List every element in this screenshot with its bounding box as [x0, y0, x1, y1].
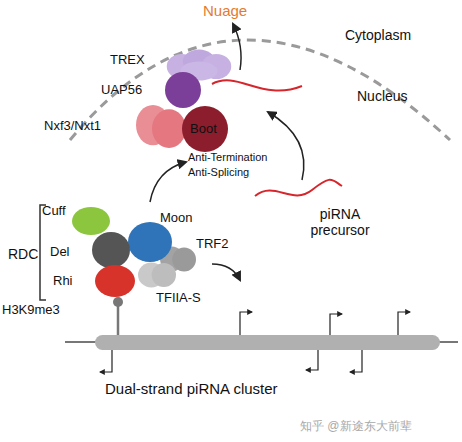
protein-shape — [182, 106, 228, 152]
protein-complex: Nxf3/Nxt1 — [136, 104, 186, 148]
export-arrow — [233, 24, 241, 70]
promoter-arrow — [100, 350, 112, 372]
node-label: Nxf3/Nxt1 — [44, 118, 101, 133]
protein-shape — [172, 248, 196, 272]
gene-cluster-bar: Dual-strand piRNA cluster — [95, 335, 440, 350]
nuclear-envelope — [70, 40, 450, 140]
node-label: Cuff — [42, 203, 66, 218]
compartment-label: Nuage — [203, 2, 247, 19]
protein-shape — [72, 207, 110, 235]
promoter-arrow — [398, 312, 410, 335]
histone-mark-label: H3K9me3 — [2, 302, 60, 317]
protein-shape — [152, 109, 186, 148]
rna-strand — [212, 80, 302, 90]
promoter-arrow — [350, 350, 362, 372]
protein-shape — [165, 72, 201, 108]
protein-shape — [128, 222, 172, 262]
promoter-arrow — [306, 350, 318, 370]
node-shape — [92, 232, 130, 268]
node-shape — [95, 265, 135, 297]
promoter-arrow — [330, 314, 342, 335]
protein-circle: Moon — [128, 222, 172, 262]
node-label: TFIIA-S — [156, 290, 201, 305]
protein-circle: Rhi — [95, 265, 135, 297]
node-shape — [138, 262, 176, 288]
node-shape — [128, 222, 172, 262]
watermark: 知乎 @新途东大前辈 — [300, 419, 412, 433]
node-label: UAP56 — [101, 82, 142, 97]
node-label: TRF2 — [196, 236, 229, 251]
node-label: Rhi — [53, 273, 73, 288]
node-label: Boot — [190, 121, 217, 136]
flow-arrow — [268, 112, 304, 180]
protein-complex: TFIIA-S — [138, 262, 176, 288]
protein-circle: Del — [92, 232, 130, 268]
promoter-arrow — [240, 312, 252, 335]
rna-strand — [255, 180, 342, 196]
compartment-label: Nucleus — [357, 88, 408, 104]
protein-circle: Cuff — [72, 207, 110, 235]
compartment-label: Cytoplasm — [345, 27, 411, 43]
protein-shape — [95, 265, 135, 297]
flow-arrow — [150, 162, 186, 202]
histone-mark — [113, 297, 123, 307]
node-shape — [136, 104, 186, 148]
rna-label: piRNA precursor — [300, 206, 380, 238]
protein-circle: Boot — [182, 106, 228, 152]
histone-mark-stick — [117, 303, 120, 336]
protein-circle: UAP56 — [165, 72, 201, 108]
function-note: Anti-Termination Anti-Splicing — [188, 150, 280, 180]
node-shape — [72, 207, 110, 235]
node-label: TREX — [110, 52, 145, 67]
flow-arrow — [212, 264, 240, 280]
complex-name: RDC — [8, 246, 38, 262]
node-label: Dual-strand piRNA cluster — [105, 381, 278, 396]
bracket — [40, 205, 46, 300]
protein-shape — [92, 232, 130, 268]
node-label: Moon — [160, 210, 193, 225]
protein-shape — [152, 263, 176, 287]
node-shape — [165, 72, 201, 108]
node-label: Del — [50, 244, 70, 259]
